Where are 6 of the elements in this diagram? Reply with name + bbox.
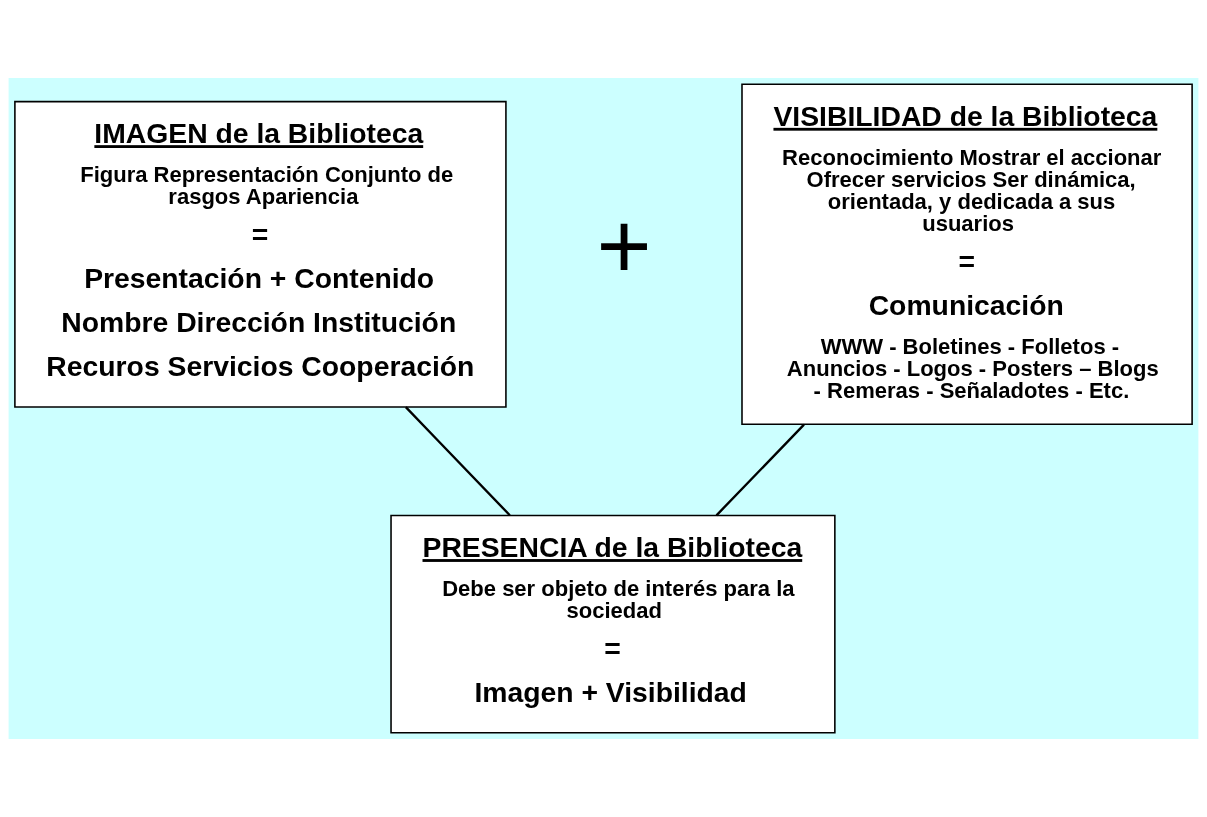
connector — [715, 423, 805, 517]
node-box: PRESENCIA de la Biblioteca Debe ser objeto de interés para la sociedad = Imagen + Visibilidad — [390, 514, 836, 734]
connector — [404, 406, 511, 517]
node-box: VISIBILIDAD de la Biblioteca Reconocimiento Mostrar el accionar Ofrecer servicios Ser dinámica, orientada, y dedicada a sus usuarios = Comunicación WWW - Boletines - Folletos - Anuncios - Logos - Posters – Blogs - Remeras - Señaladotes - Etc. — [741, 83, 1193, 426]
label: + — [596, 192, 652, 298]
node-box: IMAGEN de la Biblioteca Figura Representación Conjunto de rasgos Apariencia = Presentación + Contenido Nombre Dirección Institución Recuros Servicios Cooperación — [14, 100, 507, 408]
